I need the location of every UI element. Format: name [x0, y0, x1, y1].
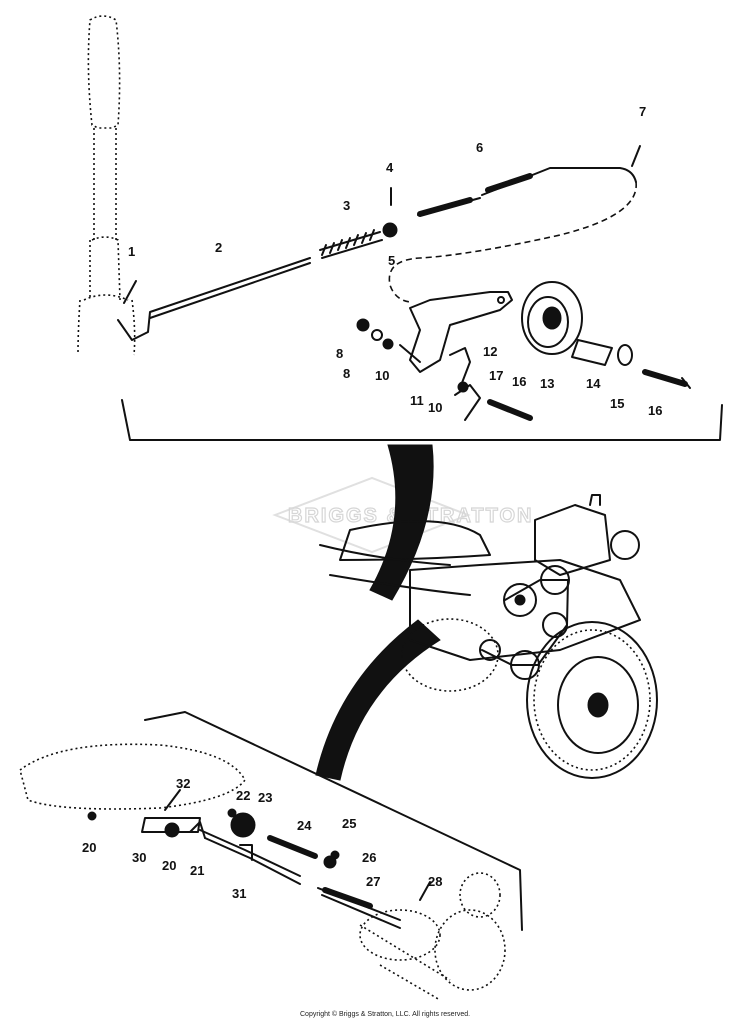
part-21-lever	[189, 821, 206, 839]
callout-17: 17	[489, 368, 503, 383]
part-10-washer-lower	[457, 381, 469, 393]
part-22-pin	[227, 808, 237, 818]
callout-16-right: 16	[648, 403, 662, 418]
part-9-washer-left	[371, 329, 383, 341]
callout-27: 27	[366, 874, 380, 889]
cable-route	[388, 181, 637, 303]
callout-7: 7	[639, 104, 646, 119]
callout-2: 2	[215, 240, 222, 255]
part-16-bolt-right	[642, 369, 688, 387]
callout-labels: 1 2 3 4 5 6 7 8 8 10 10 11 12 13 14 15 1…	[82, 104, 662, 901]
tractor-pulley-5	[479, 639, 501, 661]
part-16-bolt-lower	[487, 399, 533, 421]
bottom-frame	[144, 711, 523, 931]
tractor-seat	[339, 520, 491, 561]
callout-30: 30	[132, 850, 146, 865]
part-1-clip	[123, 280, 137, 304]
part-2-rod	[117, 257, 311, 341]
callout-31: 31	[232, 886, 246, 901]
part-28-clip	[419, 881, 431, 901]
callout-25: 25	[342, 816, 356, 831]
tractor-pulley-3	[542, 612, 568, 638]
callout-8-left: 8	[336, 346, 343, 361]
callout-5: 5	[388, 253, 395, 268]
copyright-notice: Copyright © Briggs & Stratton, LLC. All …	[300, 1011, 471, 1018]
part-26-nut	[323, 855, 337, 869]
callout-16-lower: 16	[512, 374, 526, 389]
part-31-rod	[199, 829, 301, 877]
part-8-nut-left	[356, 318, 370, 332]
callout-20-left: 20	[82, 840, 96, 855]
callout-21: 21	[190, 863, 204, 878]
front-wheel	[401, 618, 499, 692]
callout-1: 1	[128, 244, 135, 259]
callout-12: 12	[483, 344, 497, 359]
callout-28: 28	[428, 874, 442, 889]
part-29-nut	[164, 822, 180, 838]
seat-phantom	[19, 743, 246, 810]
part-30-plate	[141, 817, 201, 833]
callout-13: 13	[540, 376, 554, 391]
tractor-view	[315, 444, 658, 781]
callout-8-lower: 8	[343, 366, 350, 381]
callout-10-lower: 10	[428, 400, 442, 415]
handlebar-phantom	[77, 15, 136, 356]
part-32-lever	[164, 789, 181, 811]
part-7-clip	[631, 145, 641, 167]
top-frame	[121, 399, 723, 441]
part-23-knob	[230, 812, 256, 838]
part-11-bracket	[399, 291, 513, 373]
part-20-ball-left	[87, 811, 97, 821]
callout-20-center: 20	[162, 858, 176, 873]
bottom-assembly	[19, 711, 523, 1001]
callout-26: 26	[362, 850, 376, 865]
drive-belt	[481, 579, 569, 666]
part-15-washer	[617, 344, 633, 366]
callout-22: 22	[236, 788, 250, 803]
rear-wheel	[526, 621, 658, 779]
callout-6: 6	[476, 140, 483, 155]
top-assembly	[77, 15, 723, 441]
transaxle-phantom	[359, 872, 506, 1001]
callout-10-left: 10	[375, 368, 389, 383]
callout-11: 11	[410, 393, 424, 408]
part-13-pulley	[521, 281, 583, 355]
callout-3: 3	[343, 198, 350, 213]
part-14-spacer	[571, 339, 613, 366]
part-5-nut	[382, 222, 398, 238]
part-12-lever	[449, 347, 471, 389]
tractor-body	[409, 559, 641, 661]
part-10-washer-left	[382, 338, 394, 350]
connector-band-bottom	[315, 619, 441, 781]
callout-4: 4	[386, 160, 394, 175]
callout-32: 32	[176, 776, 190, 791]
engine	[534, 494, 640, 576]
callout-15: 15	[610, 396, 624, 411]
part-24-spring	[267, 835, 318, 859]
callout-14: 14	[586, 376, 601, 391]
callout-24: 24	[297, 818, 312, 833]
callout-23: 23	[258, 790, 272, 805]
part-3-spring	[319, 229, 383, 259]
